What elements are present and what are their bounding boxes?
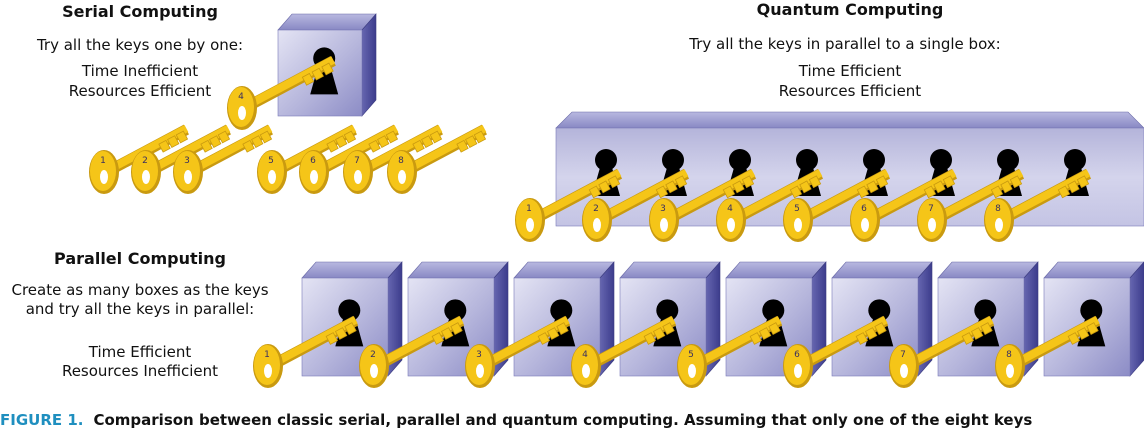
serial-key-4: 4	[227, 55, 336, 130]
quantum-key-8: 8	[984, 168, 1092, 242]
quantum-key-3: 3	[649, 168, 757, 242]
key-label: 5	[268, 156, 274, 166]
serial-key-8: 8	[387, 124, 487, 194]
serial-resources-line: Resources Efficient	[68, 82, 212, 100]
key-label: 8	[995, 204, 1001, 214]
key-label: 6	[794, 350, 800, 360]
parallel-key-5: 5	[677, 315, 783, 388]
parallel-resources-line: Resources Inefficient	[61, 362, 219, 380]
parallel-key-2: 2	[359, 315, 465, 388]
key-label: 2	[593, 204, 599, 214]
serial-instruction: Try all the keys one by one:	[36, 36, 244, 54]
quantum-key-7: 7	[917, 168, 1025, 242]
serial-key-5: 5	[257, 124, 357, 194]
key-label: 7	[928, 204, 934, 214]
quantum-key-6: 6	[850, 168, 958, 242]
serial-key-3: 3	[173, 124, 273, 194]
parallel-box-2	[407, 261, 509, 377]
key-label: 7	[354, 156, 360, 166]
parallel-key-7: 7	[889, 315, 995, 388]
key-label: 4	[727, 204, 733, 214]
quantum-key-5: 5	[783, 168, 891, 242]
figure-label: FIGURE 1.	[0, 411, 84, 429]
key-label: 5	[688, 350, 694, 360]
serial-key-2: 2	[131, 124, 231, 194]
key-label: 3	[184, 156, 190, 166]
quantum-resources-line: Resources Efficient	[778, 82, 922, 100]
serial-key-1: 1	[89, 124, 189, 194]
parallel-instruction-1: Create as many boxes as the keys	[11, 281, 269, 299]
parallel-key-6: 6	[783, 315, 889, 388]
quantum-title: Quantum Computing	[756, 0, 944, 19]
key-label: 1	[264, 350, 270, 360]
key-label: 1	[526, 204, 532, 214]
key-label: 1	[100, 156, 106, 166]
key-label: 3	[660, 204, 666, 214]
key-label: 6	[310, 156, 316, 166]
key-label: 5	[794, 204, 800, 214]
parallel-key-4: 4	[571, 315, 677, 388]
parallel-key-1: 1	[253, 315, 359, 388]
key-label: 7	[900, 350, 906, 360]
serial-time-line: Time Inefficient	[81, 62, 199, 80]
quantum-key-4: 4	[716, 168, 824, 242]
key-label: 8	[398, 156, 404, 166]
key-label: 3	[476, 350, 482, 360]
key-label: 2	[142, 156, 148, 166]
key-label: 8	[1006, 350, 1012, 360]
caption-text: Comparison between classic serial, paral…	[93, 411, 1033, 429]
quantum-box	[555, 111, 1144, 227]
parallel-instruction-2: and try all the keys in parallel:	[25, 300, 255, 318]
figure-caption: FIGURE 1. Comparison between classic seri…	[0, 412, 1032, 428]
quantum-key-2: 2	[582, 168, 690, 242]
key-label: 4	[582, 350, 588, 360]
quantum-time-line: Time Efficient	[798, 62, 902, 80]
serial-key-6: 6	[299, 124, 399, 194]
serial-title: Serial Computing	[62, 2, 218, 21]
parallel-time-line: Time Efficient	[88, 343, 192, 361]
key-label: 4	[238, 92, 244, 102]
key-layer: 4 1 2 3 5 6 7 8 1 2 3 4 5 6 7 8 1 2 3 4 5 6 7 8	[89, 55, 1101, 388]
key-label: 2	[370, 350, 376, 360]
serial-key-7: 7	[343, 124, 443, 194]
parallel-key-3: 3	[465, 315, 571, 388]
parallel-key-8: 8	[995, 315, 1101, 388]
quantum-instruction: Try all the keys in parallel to a single…	[689, 35, 1001, 53]
key-label: 6	[861, 204, 867, 214]
quantum-key-1: 1	[515, 168, 623, 242]
parallel-title: Parallel Computing	[54, 249, 226, 268]
